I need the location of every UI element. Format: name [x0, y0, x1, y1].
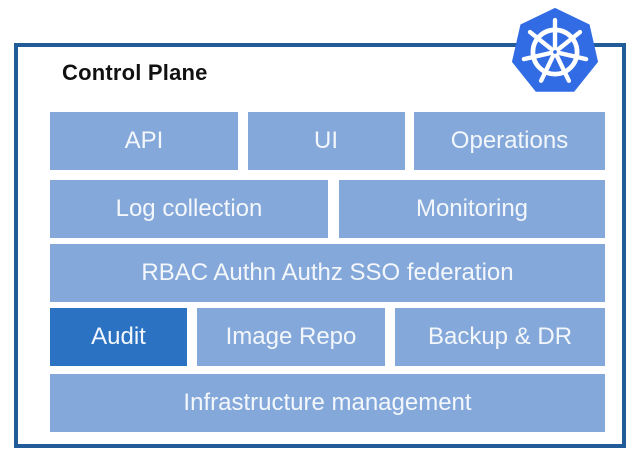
box-audit: Audit	[50, 308, 187, 366]
kubernetes-logo-icon	[511, 7, 599, 92]
box-monitoring: Monitoring	[339, 180, 605, 238]
control-plane-panel: Control Plane API UI Operations Log coll…	[14, 43, 626, 448]
box-rbac-authn-authz-sso-federation: RBAC Authn Authz SSO federation	[50, 244, 605, 302]
box-api: API	[50, 112, 238, 170]
box-image-repo: Image Repo	[197, 308, 385, 366]
component-grid: API UI Operations Log collection Monitor…	[50, 112, 605, 432]
box-operations: Operations	[414, 112, 605, 170]
row-2: Log collection Monitoring	[50, 180, 605, 238]
row-1: API UI Operations	[50, 112, 605, 170]
box-ui: UI	[247, 112, 405, 170]
box-log-collection: Log collection	[50, 180, 328, 238]
row-5: Infrastructure management	[50, 374, 605, 432]
box-backup-dr: Backup & DR	[395, 308, 605, 366]
panel-title: Control Plane	[62, 60, 208, 85]
box-infrastructure-management: Infrastructure management	[50, 374, 605, 432]
row-4: Audit Image Repo Backup & DR	[50, 308, 605, 366]
row-3: RBAC Authn Authz SSO federation	[50, 244, 605, 302]
